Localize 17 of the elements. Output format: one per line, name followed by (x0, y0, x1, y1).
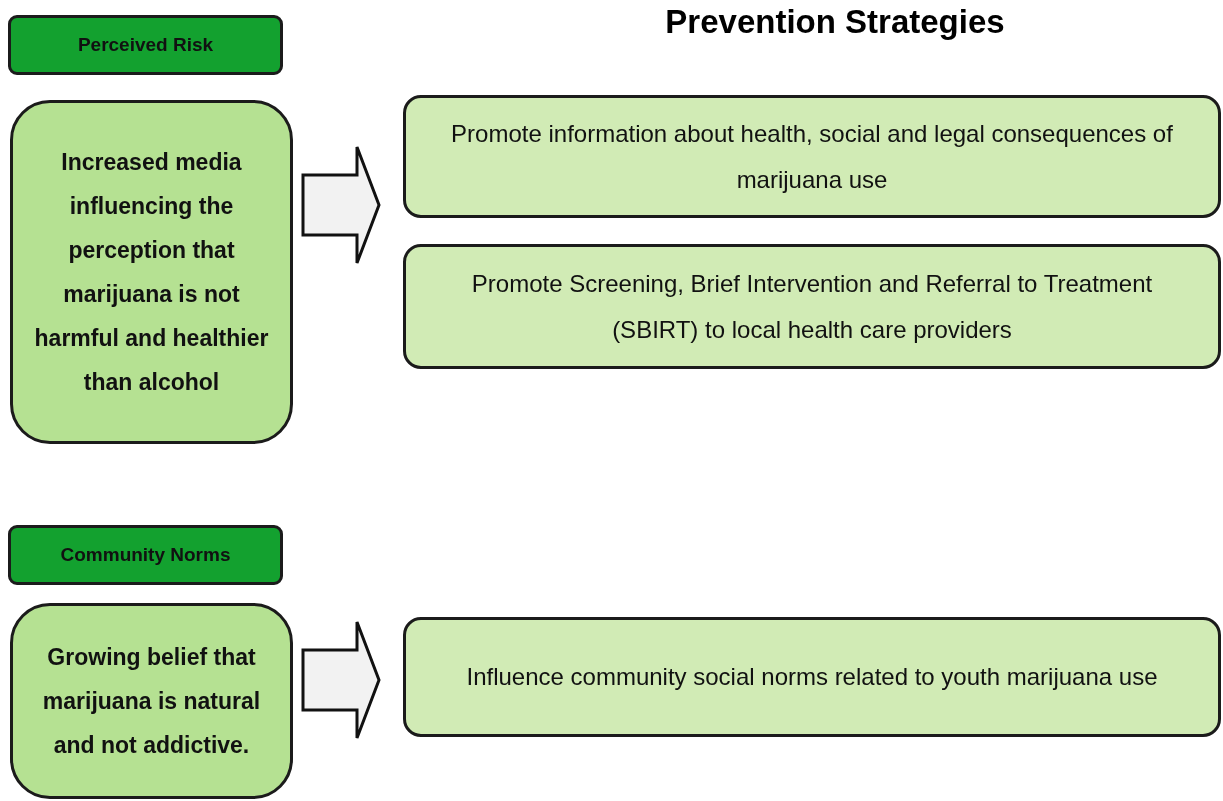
block-arrow (301, 145, 381, 265)
category-label: Perceived Risk (77, 34, 214, 56)
strategy-text: Influence community social norms related to youth marijuana use (466, 662, 1158, 692)
cause-text: Increased media influencing the perception that marijuana is not harmful and healthier than alcohol (33, 148, 270, 397)
category-label: Community Norms (60, 544, 231, 566)
strategy-box (403, 244, 1221, 369)
category-header (8, 15, 283, 75)
cause-box (10, 100, 293, 444)
strategy-box (403, 95, 1221, 218)
strategy-text: Promote information about health, social and legal consequences of marijuana use (450, 118, 1174, 195)
cause-text: Growing belief that marijuana is natural and not addictive. (41, 643, 262, 760)
block-arrow (301, 620, 381, 740)
category-header (8, 525, 283, 585)
cause-box (10, 603, 293, 799)
diagram-title: Prevention Strategies (664, 2, 1006, 42)
strategy-text: Promote Screening, Brief Intervention and Referral to Treatment (SBIRT) to local health care providers (470, 268, 1154, 345)
strategy-box (403, 617, 1221, 737)
